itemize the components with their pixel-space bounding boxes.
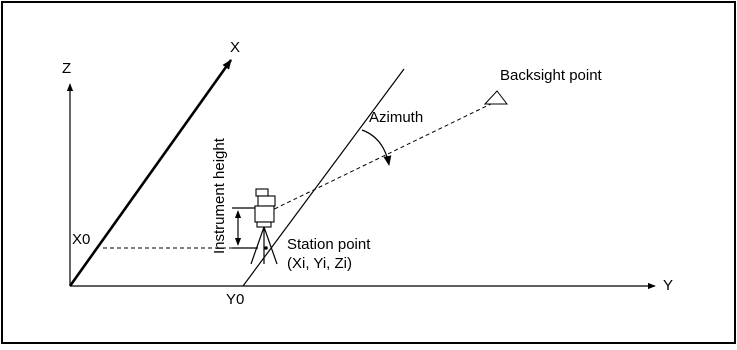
station-coordinates-label: (Xi, Yi, Zi) bbox=[287, 255, 352, 272]
backsight-dashed-line bbox=[261, 100, 498, 216]
backsight-point-label: Backsight point bbox=[500, 67, 603, 84]
z-axis-label: Z bbox=[62, 60, 71, 77]
instrument-height-dimension bbox=[232, 207, 258, 249]
y-axis-label: Y bbox=[663, 277, 673, 294]
frame-border bbox=[1, 1, 736, 344]
north-reference-line bbox=[242, 68, 405, 287]
total-station-instrument-icon bbox=[250, 188, 278, 265]
backsight-triangle-icon bbox=[483, 90, 509, 105]
x0-label: X0 bbox=[72, 231, 90, 248]
instrument-height-label: Instrument height bbox=[211, 137, 228, 254]
azimuth-label: Azimuth bbox=[369, 109, 423, 126]
y0-label: Y0 bbox=[226, 291, 244, 308]
x-axis bbox=[68, 59, 233, 287]
azimuth-arc bbox=[361, 129, 392, 166]
x-axis-label: X bbox=[230, 39, 240, 56]
station-point-label: Station point bbox=[287, 236, 371, 253]
